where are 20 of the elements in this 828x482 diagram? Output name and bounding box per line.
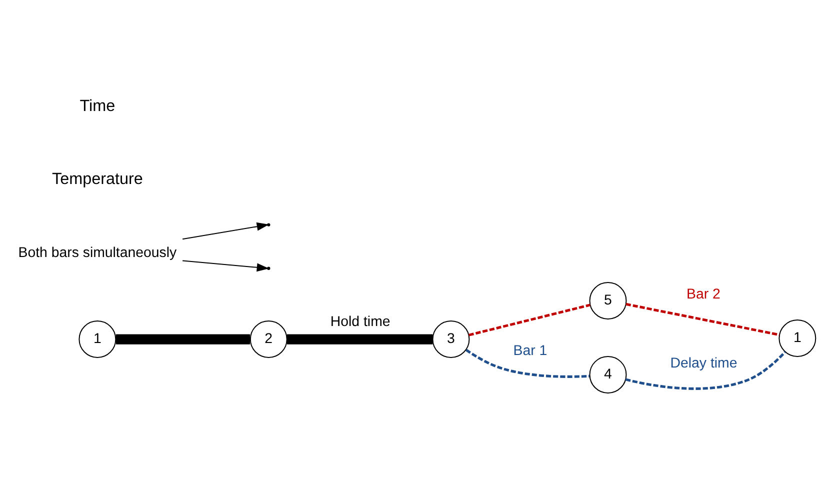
edge-label: Bar 2 bbox=[686, 286, 720, 302]
label: Time bbox=[80, 97, 116, 116]
node-circle: 1 bbox=[78, 320, 116, 358]
connector bbox=[468, 304, 590, 336]
node-circle: 5 bbox=[589, 282, 627, 320]
edge-label: Hold time bbox=[330, 314, 390, 330]
connector bbox=[116, 334, 250, 344]
node-circle: 2 bbox=[250, 320, 288, 358]
edge-label: Delay time bbox=[670, 355, 738, 372]
label: Temperature bbox=[52, 170, 143, 188]
node-circle: 4 bbox=[589, 356, 627, 394]
connector bbox=[625, 351, 786, 390]
connector bbox=[466, 348, 590, 378]
arrow bbox=[182, 222, 270, 240]
connector bbox=[626, 302, 780, 336]
edge-label: Bar 1 bbox=[513, 343, 548, 360]
connector bbox=[286, 334, 433, 344]
node-text: Both bars simultaneously bbox=[18, 244, 177, 261]
node-circle: 1 bbox=[778, 320, 816, 357]
node-circle: 3 bbox=[432, 320, 470, 358]
